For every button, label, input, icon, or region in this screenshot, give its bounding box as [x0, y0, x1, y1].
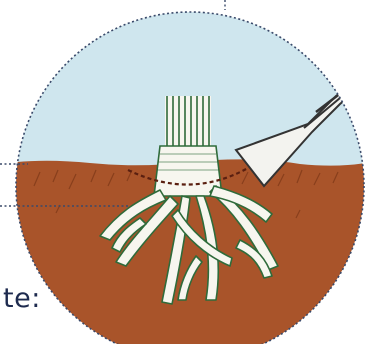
- caption-text: te:: [3, 283, 41, 314]
